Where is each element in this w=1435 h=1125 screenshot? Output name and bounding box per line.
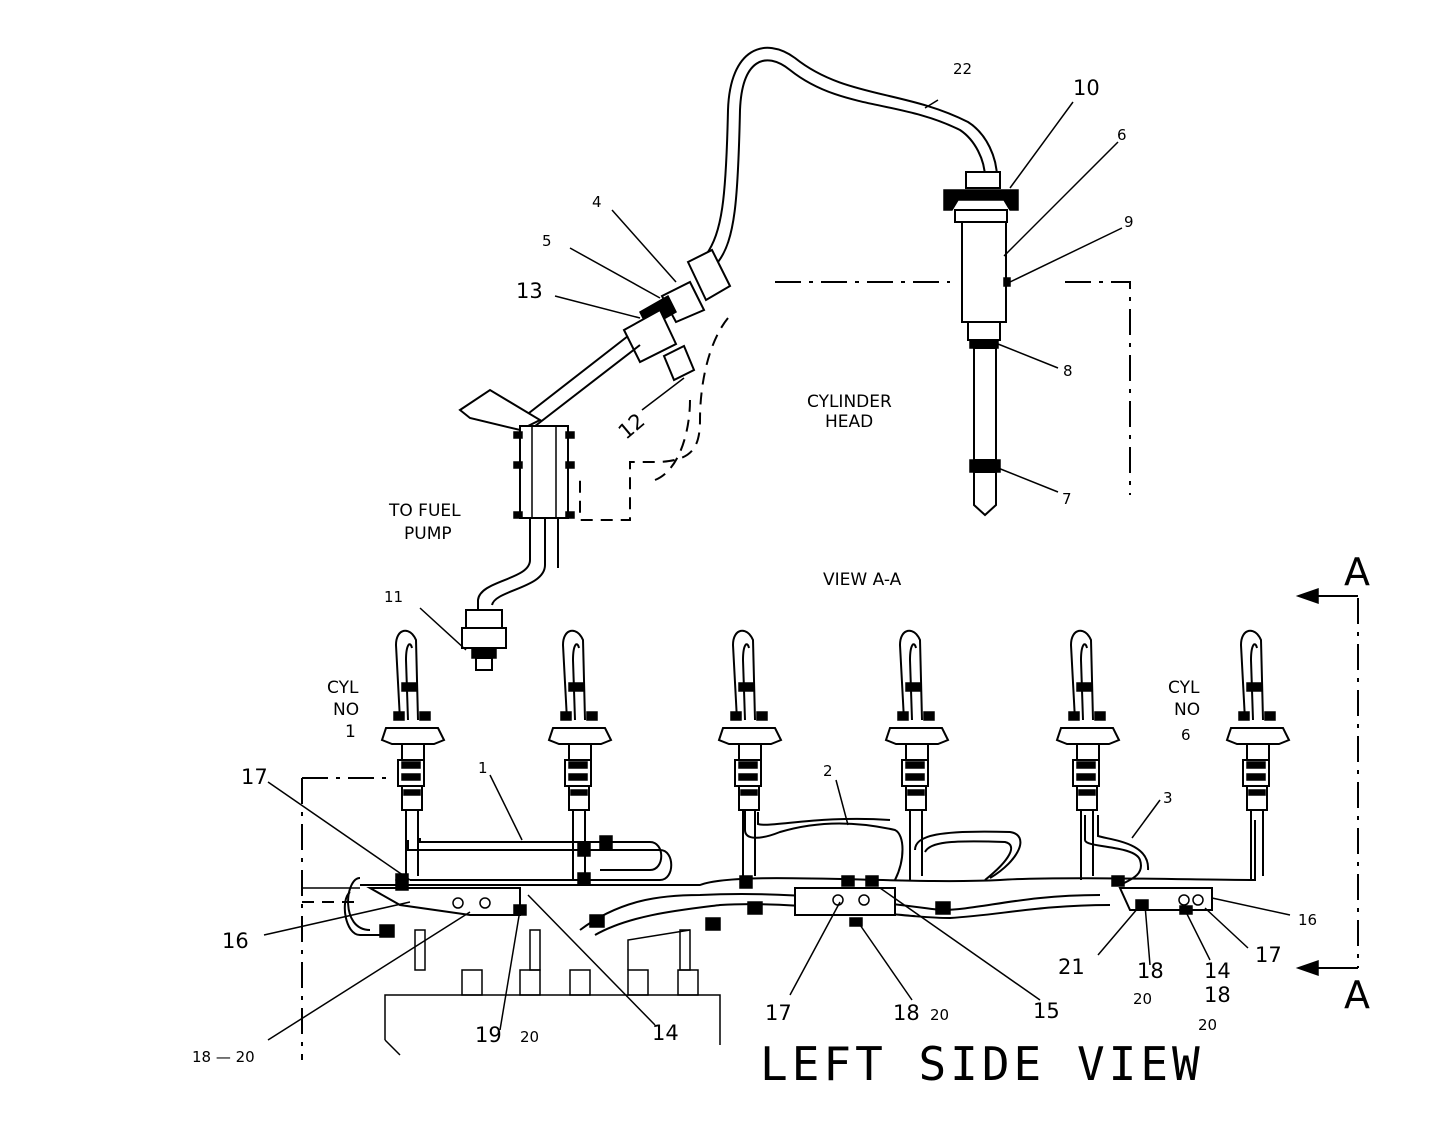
cyl-no-6-line3: 6: [1181, 726, 1191, 744]
fuel-line-2: [744, 810, 904, 881]
main-rail-lower: [343, 891, 390, 936]
callout-17-left: 17: [241, 765, 268, 789]
callout-6: 6: [1117, 126, 1127, 144]
callout-12: 12: [614, 409, 650, 445]
callout-16-right: 16: [1298, 911, 1317, 929]
callout-16-left: 16: [222, 929, 249, 953]
callout-17-center: 17: [765, 1001, 792, 1025]
callout-4: 4: [592, 193, 602, 211]
callout-13: 13: [516, 279, 543, 303]
cyl-no-6-line2: NO: [1174, 700, 1200, 720]
callout-18-center-sub: 20: [930, 1006, 949, 1024]
fitting-4-5-13: [622, 248, 732, 382]
callout-2: 2: [823, 762, 833, 780]
callout-22: 22: [953, 60, 972, 78]
section-marker-top: A: [1344, 550, 1370, 594]
view-title: LEFT SIDE VIEW: [760, 1037, 1204, 1091]
callout-19: 19: [475, 1023, 502, 1047]
view-a-a: [458, 46, 1131, 671]
clamp-block: [513, 425, 575, 519]
text-labels: TO FUEL PUMP CYLINDER HEAD VIEW A-A CYL …: [327, 392, 1370, 1091]
cyl-no-1-line2: NO: [333, 700, 359, 720]
callout-5: 5: [542, 232, 552, 250]
bracket: [458, 388, 543, 432]
injector-assembly-5: [1055, 629, 1121, 880]
cyl-no-6-line1: CYL: [1168, 678, 1200, 698]
to-fuel-pump-line2: PUMP: [404, 524, 452, 544]
injector-assembly-6: [1225, 629, 1291, 880]
callout-18-20-left: 18 — 20: [192, 1048, 255, 1066]
left-side-view: [301, 587, 1359, 1060]
injector-assembly-2: [547, 629, 613, 880]
bracket-center: [705, 875, 951, 931]
injector-assembly-3: [717, 629, 783, 880]
injector-6: [954, 209, 1011, 517]
cyl-no-1-line3: 1: [345, 722, 356, 742]
callout-17-right: 17: [1255, 943, 1282, 967]
fuel-line-22: [717, 59, 986, 263]
section-marker-bottom: A: [1344, 973, 1370, 1017]
injector-set: [380, 629, 1291, 880]
callout-21: 21: [1058, 955, 1085, 979]
bracket-right: [1111, 875, 1213, 915]
callout-18-far: 18: [1204, 983, 1231, 1007]
injector-nut-10: [943, 171, 1019, 211]
callout-9: 9: [1124, 213, 1134, 231]
cylinder-head-line1: CYLINDER: [807, 392, 892, 412]
cylinder-head-line2: HEAD: [825, 412, 873, 432]
callout-3: 3: [1163, 789, 1173, 807]
fuel-line-22-inner: [705, 46, 998, 256]
callout-18-right: 18: [1137, 959, 1164, 983]
section-line-a-a: [1295, 587, 1359, 977]
callout-14-center: 14: [652, 1021, 679, 1045]
injector-assembly-4: [884, 629, 950, 880]
callout-7: 7: [1062, 490, 1072, 508]
fuel-line-1: [407, 840, 673, 881]
callout-labels: 22 10 6 9 8 7 4 5 13 12 11 1 2 3 17 16 1…: [192, 60, 1317, 1066]
callout-8: 8: [1063, 362, 1073, 380]
injector-assembly-1: [380, 629, 446, 880]
callout-18-center: 18: [893, 1001, 920, 1025]
callout-11: 11: [384, 588, 403, 606]
to-fuel-pump-line1: TO FUEL: [388, 501, 461, 521]
fitting-11: [461, 609, 507, 671]
engine-block: [384, 994, 721, 1045]
callout-14-right: 14: [1204, 959, 1231, 983]
callout-10: 10: [1073, 76, 1100, 100]
callout-1: 1: [478, 759, 488, 777]
cyl-no-1-line1: CYL: [327, 678, 359, 698]
callout-15: 15: [1033, 999, 1060, 1023]
fuel-line-3: [1084, 815, 1142, 886]
callout-18-right-sub: 20: [1133, 990, 1152, 1008]
leader-lines: [263, 99, 1291, 1041]
callout-18-far-sub: 20: [1198, 1016, 1217, 1034]
callout-19-sub: 20: [520, 1028, 539, 1046]
bracket-left: [366, 873, 527, 916]
view-a-a-label: VIEW A-A: [823, 570, 902, 590]
